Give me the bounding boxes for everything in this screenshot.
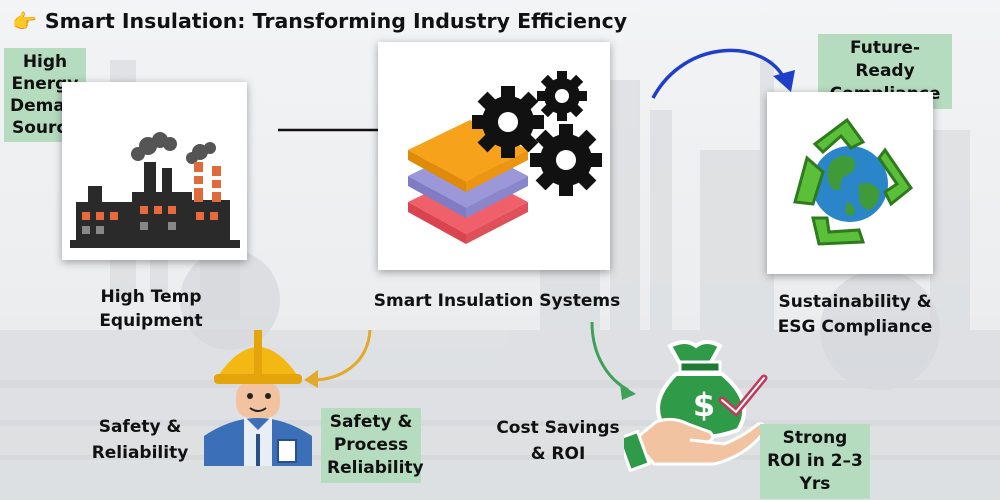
label-sustainability: Sustainability & ESG Compliance (777, 292, 933, 337)
page-title: Smart Insulation: Transforming Industry … (44, 9, 628, 33)
worker-helmet-icon (204, 330, 312, 466)
pointing-hand-icon: 👉 (12, 9, 37, 33)
factory-card (62, 82, 247, 260)
money-bag-hand-icon: $ (624, 340, 768, 472)
tag-safety-process: Safety & Process Reliability (321, 408, 424, 483)
insulation-card (378, 42, 610, 270)
label-smart-insulation: Smart Insulation Systems (373, 291, 621, 311)
arrow-to-cost-savings (590, 321, 636, 400)
header: 👉 Smart Insulation: Transforming Industr… (12, 6, 627, 36)
arrow-insulation-to-sustainability (651, 48, 795, 99)
svg-text:$: $ (693, 386, 715, 424)
recycle-card (767, 92, 933, 274)
gears-icon (472, 71, 602, 196)
tag-strong-roi: Strong ROI in 2–3 Yrs (760, 424, 870, 499)
label-safety: Safety & Reliability (91, 417, 189, 464)
factory-icon (70, 132, 240, 248)
insulation-layers-icon (408, 120, 528, 244)
label-high-temp: High Temp Equipment (99, 287, 203, 331)
recycle-globe-icon (793, 117, 914, 246)
arrow-to-safety (304, 329, 372, 388)
label-cost-savings: Cost Savings & ROI (496, 418, 620, 464)
